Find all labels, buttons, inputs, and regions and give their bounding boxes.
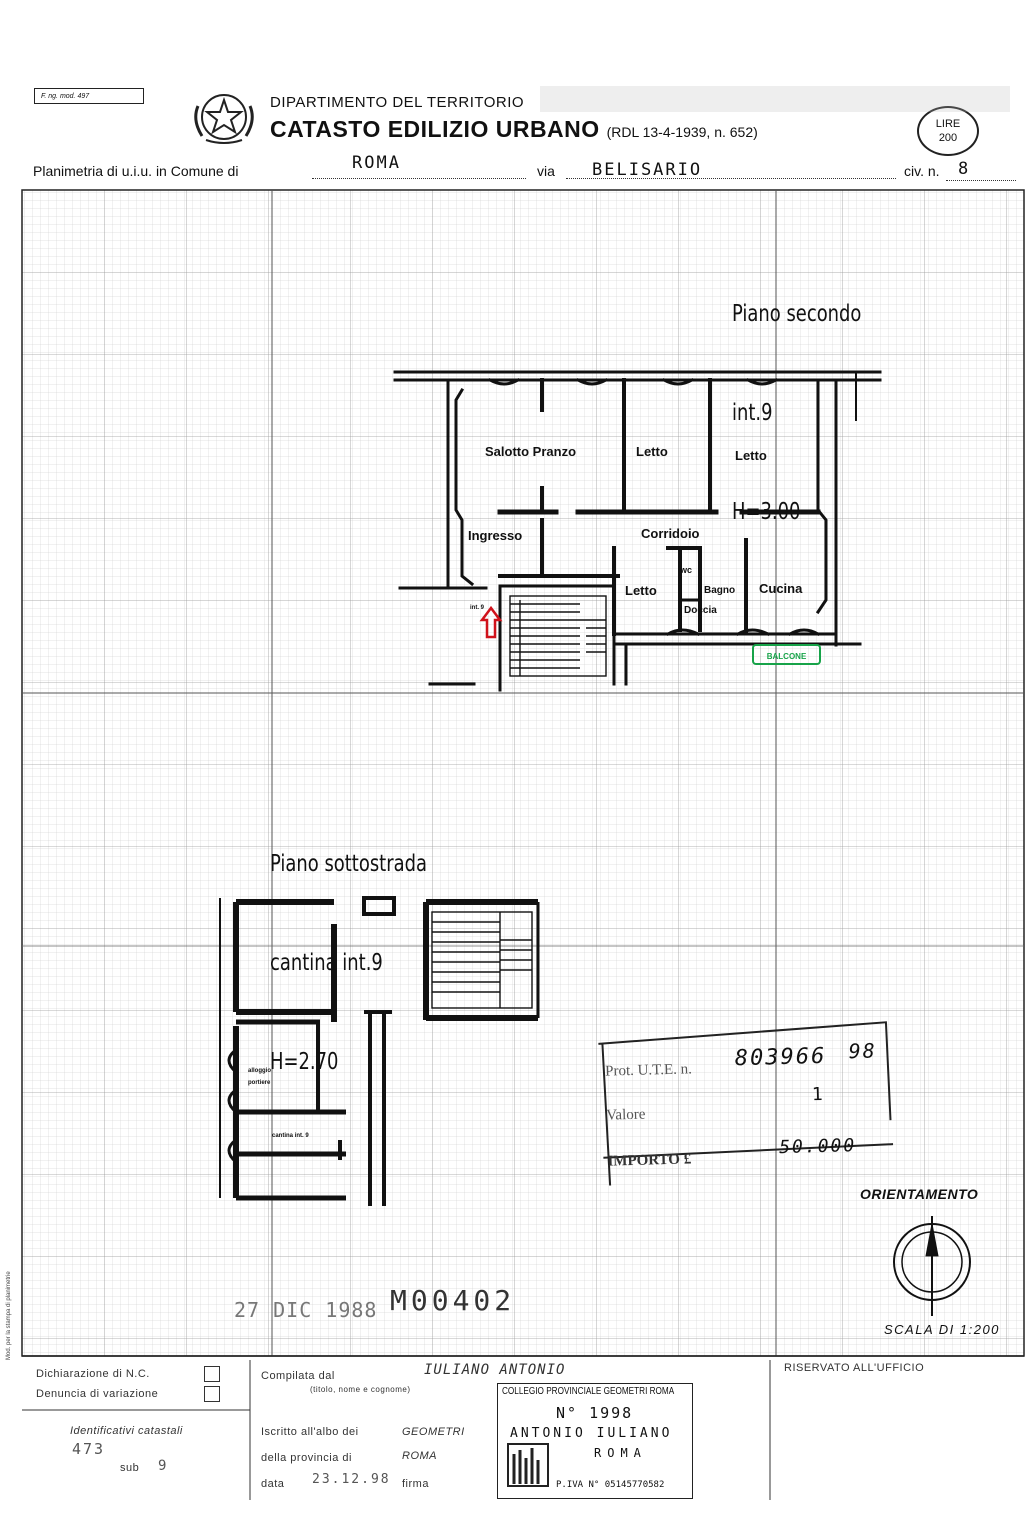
data-value: 23.12.98: [312, 1472, 391, 1487]
lower-floor-line1: Piano sottostrada: [270, 851, 427, 877]
geometer-seal: COLLEGIO PROVINCIALE GEOMETRI ROMA N° 19…: [497, 1383, 693, 1499]
dichiarazione-checkbox[interactable]: [204, 1366, 220, 1382]
via-value: BELISARIO: [592, 160, 703, 180]
form-number: F. ng. mod. 497: [34, 88, 144, 104]
revenue-stamp: LIRE 200: [917, 106, 979, 156]
civ-value: 8: [958, 159, 971, 179]
room-portiere: portiere: [248, 1080, 271, 1086]
room-bagno: Bagno: [704, 585, 736, 596]
sub-value: 9: [158, 1458, 169, 1474]
riservato-label: RISERVATO ALL'UFFICIO: [784, 1362, 925, 1374]
scale-label: SCALA DI 1:200: [884, 1322, 1000, 1337]
lower-floor-title: Piano sottostrada cantina int.9 H=2.70: [270, 782, 427, 1112]
upper-floor-line3: H=3.00: [732, 499, 801, 525]
document-title: CATASTO EDILIZIO URBANO (RDL 13-4-1939, …: [270, 116, 758, 143]
protocol-box-frame: [598, 1021, 894, 1186]
planimetria-label: Planimetria di u.i.u. in Comune di: [33, 163, 239, 179]
comune-dotted-line: [312, 178, 526, 179]
compilata-label: Compilata dal: [261, 1370, 335, 1382]
iscritto-label: Iscritto all'albo dei: [261, 1426, 359, 1438]
room-cantina: cantina int. 9: [272, 1133, 309, 1139]
provincia-label: della provincia di: [261, 1452, 352, 1464]
via-dotted-line: [566, 178, 896, 179]
data-label: data: [261, 1478, 285, 1490]
law-reference: (RDL 13-4-1939, n. 652): [606, 124, 758, 140]
room-alloggio: alloggio: [248, 1068, 271, 1074]
dichiarazione-label: Dichiarazione di N.C.: [36, 1368, 150, 1380]
department-name: DIPARTIMENTO DEL TERRITORIO: [270, 94, 525, 111]
north-compass-icon: [893, 1216, 971, 1316]
upper-floor-title: Piano secondo int.9 H=3.00: [732, 232, 861, 562]
entrance-arrow-icon: [479, 605, 503, 639]
room-corridoio: Corridoio: [641, 526, 700, 541]
stamp-amount: 200: [938, 132, 958, 144]
denuncia-checkbox[interactable]: [204, 1386, 220, 1402]
room-letto-1: Letto: [636, 444, 668, 459]
second-value: 1: [811, 1083, 825, 1106]
via-label: via: [537, 163, 555, 179]
seal-number: N° 1998: [556, 1404, 634, 1422]
seal-name: ANTONIO IULIANO: [510, 1426, 673, 1441]
room-letto-3: Letto: [625, 583, 657, 598]
registration-number: M00402: [390, 1284, 516, 1317]
prot-value: 803966: [734, 1043, 827, 1072]
provincia-value: ROMA: [402, 1450, 437, 1462]
protocol-stamp: Prot. U.T.E. n. 803966 98 Valore 1 IMPOR…: [596, 1020, 894, 1186]
republic-emblem-icon: [194, 94, 254, 144]
seal-emblem-icon: [507, 1443, 549, 1487]
compilata-sub: (titolo, nome e cognome): [310, 1385, 411, 1394]
room-salotto-pranzo: Salotto Pranzo: [485, 444, 577, 459]
civ-label: civ. n.: [904, 163, 940, 179]
importo-label: IMPORTO £: [607, 1151, 692, 1170]
seal-city: ROMA: [594, 1446, 647, 1460]
sub-label: sub: [120, 1462, 140, 1474]
stamp-currency: LIRE: [935, 118, 961, 130]
upper-floor-line1: Piano secondo: [732, 301, 862, 327]
registration-date: 27 DIC 1988: [234, 1298, 378, 1322]
lower-floor-line2: cantina int.9: [270, 950, 383, 976]
unit-int-label: int. 9: [470, 605, 485, 611]
comune-value: ROMA: [352, 153, 401, 173]
iscritto-value: GEOMETRI: [402, 1426, 465, 1438]
room-balcone: BALCONE: [752, 644, 821, 665]
identificativi-value: 473: [72, 1440, 106, 1458]
civ-dotted-line: [946, 180, 1016, 181]
room-cucina: Cucina: [759, 581, 803, 596]
room-ingresso: Ingresso: [468, 528, 523, 543]
room-doccia: Doccia: [684, 605, 717, 616]
upper-floor-line2: int.9: [732, 400, 773, 426]
room-wc: wc: [680, 565, 693, 575]
prot-year: 98: [848, 1038, 878, 1064]
lower-floor-line3: H=2.70: [270, 1049, 339, 1075]
compilata-name: IULIANO ANTONIO: [424, 1362, 566, 1378]
denuncia-label: Denuncia di variazione: [36, 1388, 159, 1400]
seal-title: COLLEGIO PROVINCIALE GEOMETRI ROMA: [502, 1386, 675, 1397]
importo-value: 50.000: [778, 1135, 857, 1159]
title-text: CATASTO EDILIZIO URBANO: [270, 116, 600, 142]
second-label: Valore: [606, 1106, 646, 1124]
identificativi-label: Identificativi catastali: [70, 1425, 183, 1437]
room-letto-2: Letto: [735, 448, 767, 463]
orientation-label: ORIENTAMENTO: [860, 1186, 979, 1202]
seal-piva: P.IVA N° 05145770582: [556, 1480, 665, 1490]
margin-note: Mod. per la stampa di planimetrie: [6, 1271, 12, 1360]
prot-label: Prot. U.T.E. n.: [604, 1061, 693, 1080]
firma-label: firma: [402, 1478, 429, 1490]
